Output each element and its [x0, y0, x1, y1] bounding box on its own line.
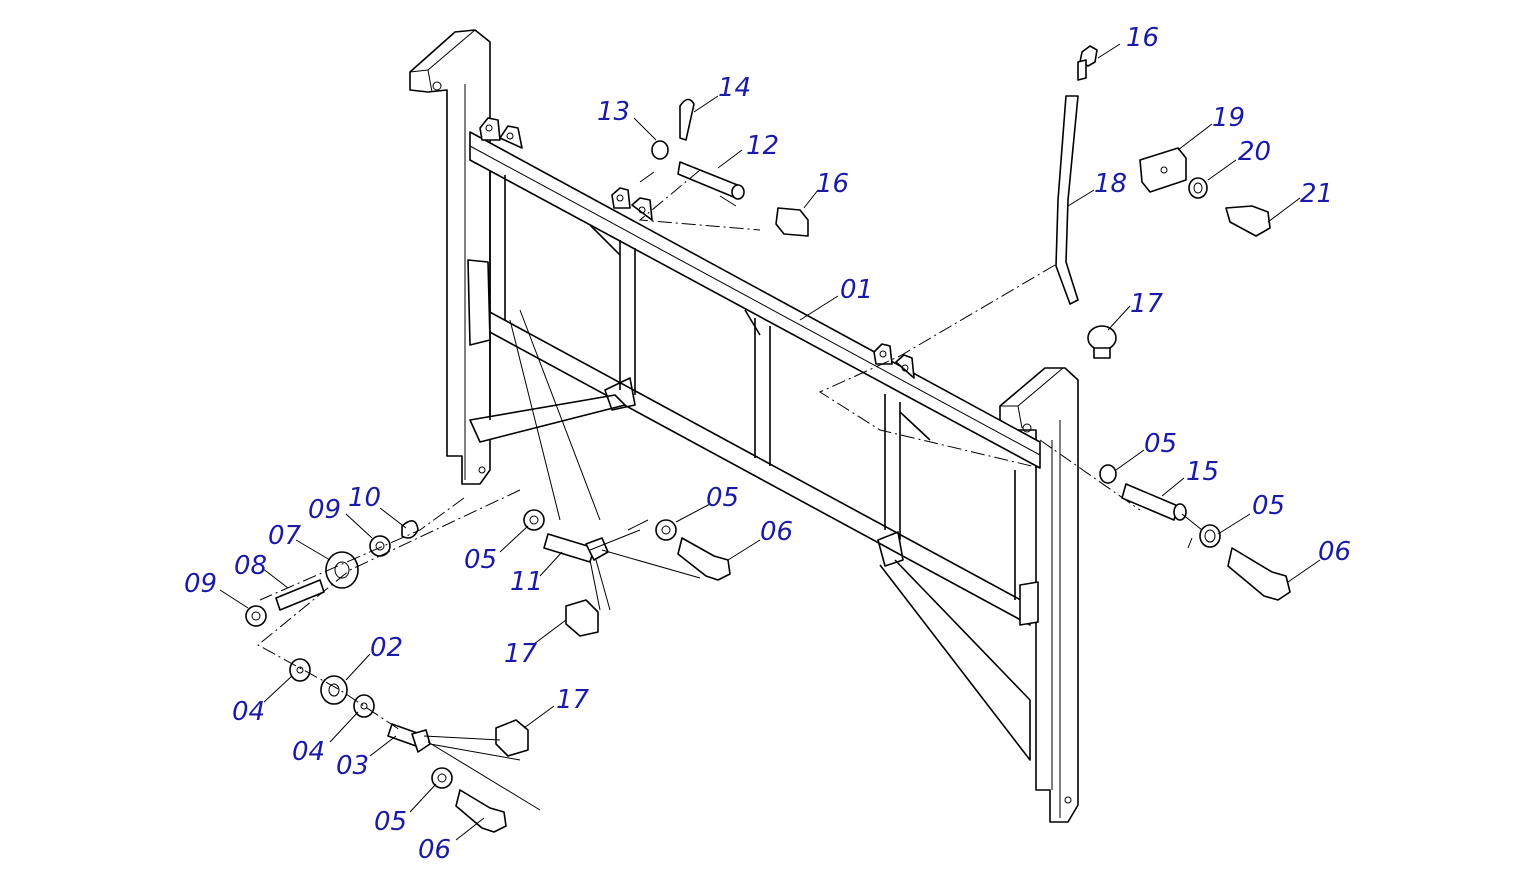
label-14: 14 [718, 73, 751, 103]
label-05-right-top: 05 [1144, 429, 1177, 459]
label-16-top-right: 16 [1126, 23, 1159, 53]
label-08: 08 [234, 551, 267, 581]
label-05-left: 05 [464, 545, 497, 575]
part-labels: 16 14 13 12 16 19 20 18 21 01 17 05 15 0… [184, 23, 1351, 865]
label-03: 03 [336, 751, 369, 781]
label-05-lower: 05 [374, 807, 407, 837]
label-21: 21 [1300, 179, 1333, 209]
label-06-lower: 06 [418, 835, 451, 865]
label-10: 10 [348, 483, 381, 513]
label-12: 12 [746, 131, 779, 161]
loose-parts [245, 45, 1291, 833]
label-16-top: 16 [816, 169, 849, 199]
label-20: 20 [1238, 137, 1271, 167]
label-05-mid: 05 [706, 483, 739, 513]
leader-lines [219, 43, 1321, 841]
label-17-mid: 17 [504, 639, 538, 669]
label-09-lower: 09 [184, 569, 217, 599]
main-frame [409, 29, 1079, 823]
label-02: 02 [370, 633, 403, 663]
label-17-lower: 17 [556, 685, 590, 715]
label-05-right: 05 [1252, 491, 1285, 521]
label-19: 19 [1212, 103, 1245, 133]
label-18: 18 [1094, 169, 1127, 199]
label-07: 07 [268, 521, 302, 551]
label-17-right: 17 [1130, 289, 1164, 319]
label-06-mid: 06 [760, 517, 793, 547]
label-15: 15 [1186, 457, 1219, 487]
label-13: 13 [597, 97, 630, 127]
label-01: 01 [840, 275, 873, 305]
label-04-upper: 04 [232, 697, 265, 727]
label-11: 11 [510, 567, 543, 597]
assembly-center-lines [257, 169, 1203, 811]
label-06-right: 06 [1318, 537, 1351, 567]
label-04-lower: 04 [292, 737, 325, 767]
label-09-upper: 09 [308, 495, 341, 525]
